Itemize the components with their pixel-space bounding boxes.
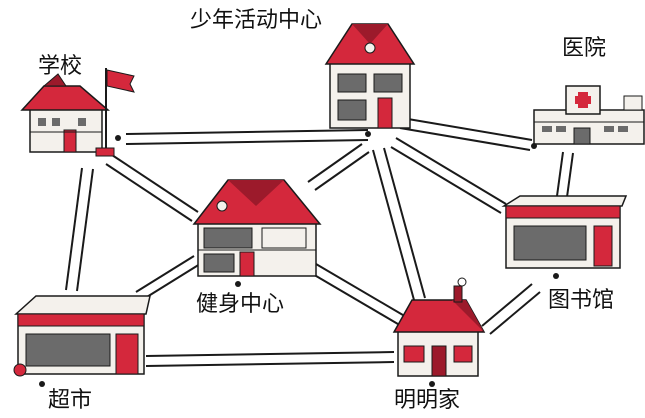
label-library: 图书馆 xyxy=(548,288,615,313)
label-youth-center: 少年活动中心 xyxy=(190,8,323,33)
school-dot xyxy=(115,135,121,141)
supermarket-shop-building-icon xyxy=(13,295,151,377)
road-fitness-youth-center xyxy=(307,143,370,191)
home-house-icon xyxy=(392,277,486,377)
flag-icon xyxy=(95,68,135,157)
library-shop-building-icon xyxy=(501,195,628,269)
road-youth-library xyxy=(390,137,507,214)
youth-center-dot xyxy=(365,131,371,137)
road-library-home xyxy=(481,283,541,335)
label-hospital: 医院 xyxy=(562,36,607,61)
fitness-center-house-icon xyxy=(192,179,322,277)
label-home: 明明家 xyxy=(394,388,461,413)
roads xyxy=(65,117,574,367)
supermarket-dot xyxy=(39,381,45,387)
label-fitness-center: 健身中心 xyxy=(196,292,285,317)
road-hospital-library xyxy=(556,151,574,198)
road-youth-hospital xyxy=(399,117,533,151)
road-fitness-home xyxy=(310,263,409,328)
hospital-icon xyxy=(533,85,645,145)
location-dots xyxy=(39,131,559,387)
school-building-icon xyxy=(20,73,111,153)
road-school-supermarket xyxy=(65,167,94,292)
label-supermarket: 超市 xyxy=(48,388,93,413)
road-youth-home xyxy=(372,147,426,301)
road-school-fitness-center xyxy=(105,154,199,222)
road-supermarket-home xyxy=(145,351,395,367)
hospital-dot xyxy=(531,143,537,149)
road-fitness-supermarket xyxy=(135,255,201,301)
road-school-youth-center xyxy=(125,129,369,145)
youth-center-house-icon xyxy=(324,23,416,129)
fitness-center-dot xyxy=(235,281,241,287)
home-dot xyxy=(429,381,435,387)
library-dot xyxy=(553,273,559,279)
label-school: 学校 xyxy=(38,54,83,79)
